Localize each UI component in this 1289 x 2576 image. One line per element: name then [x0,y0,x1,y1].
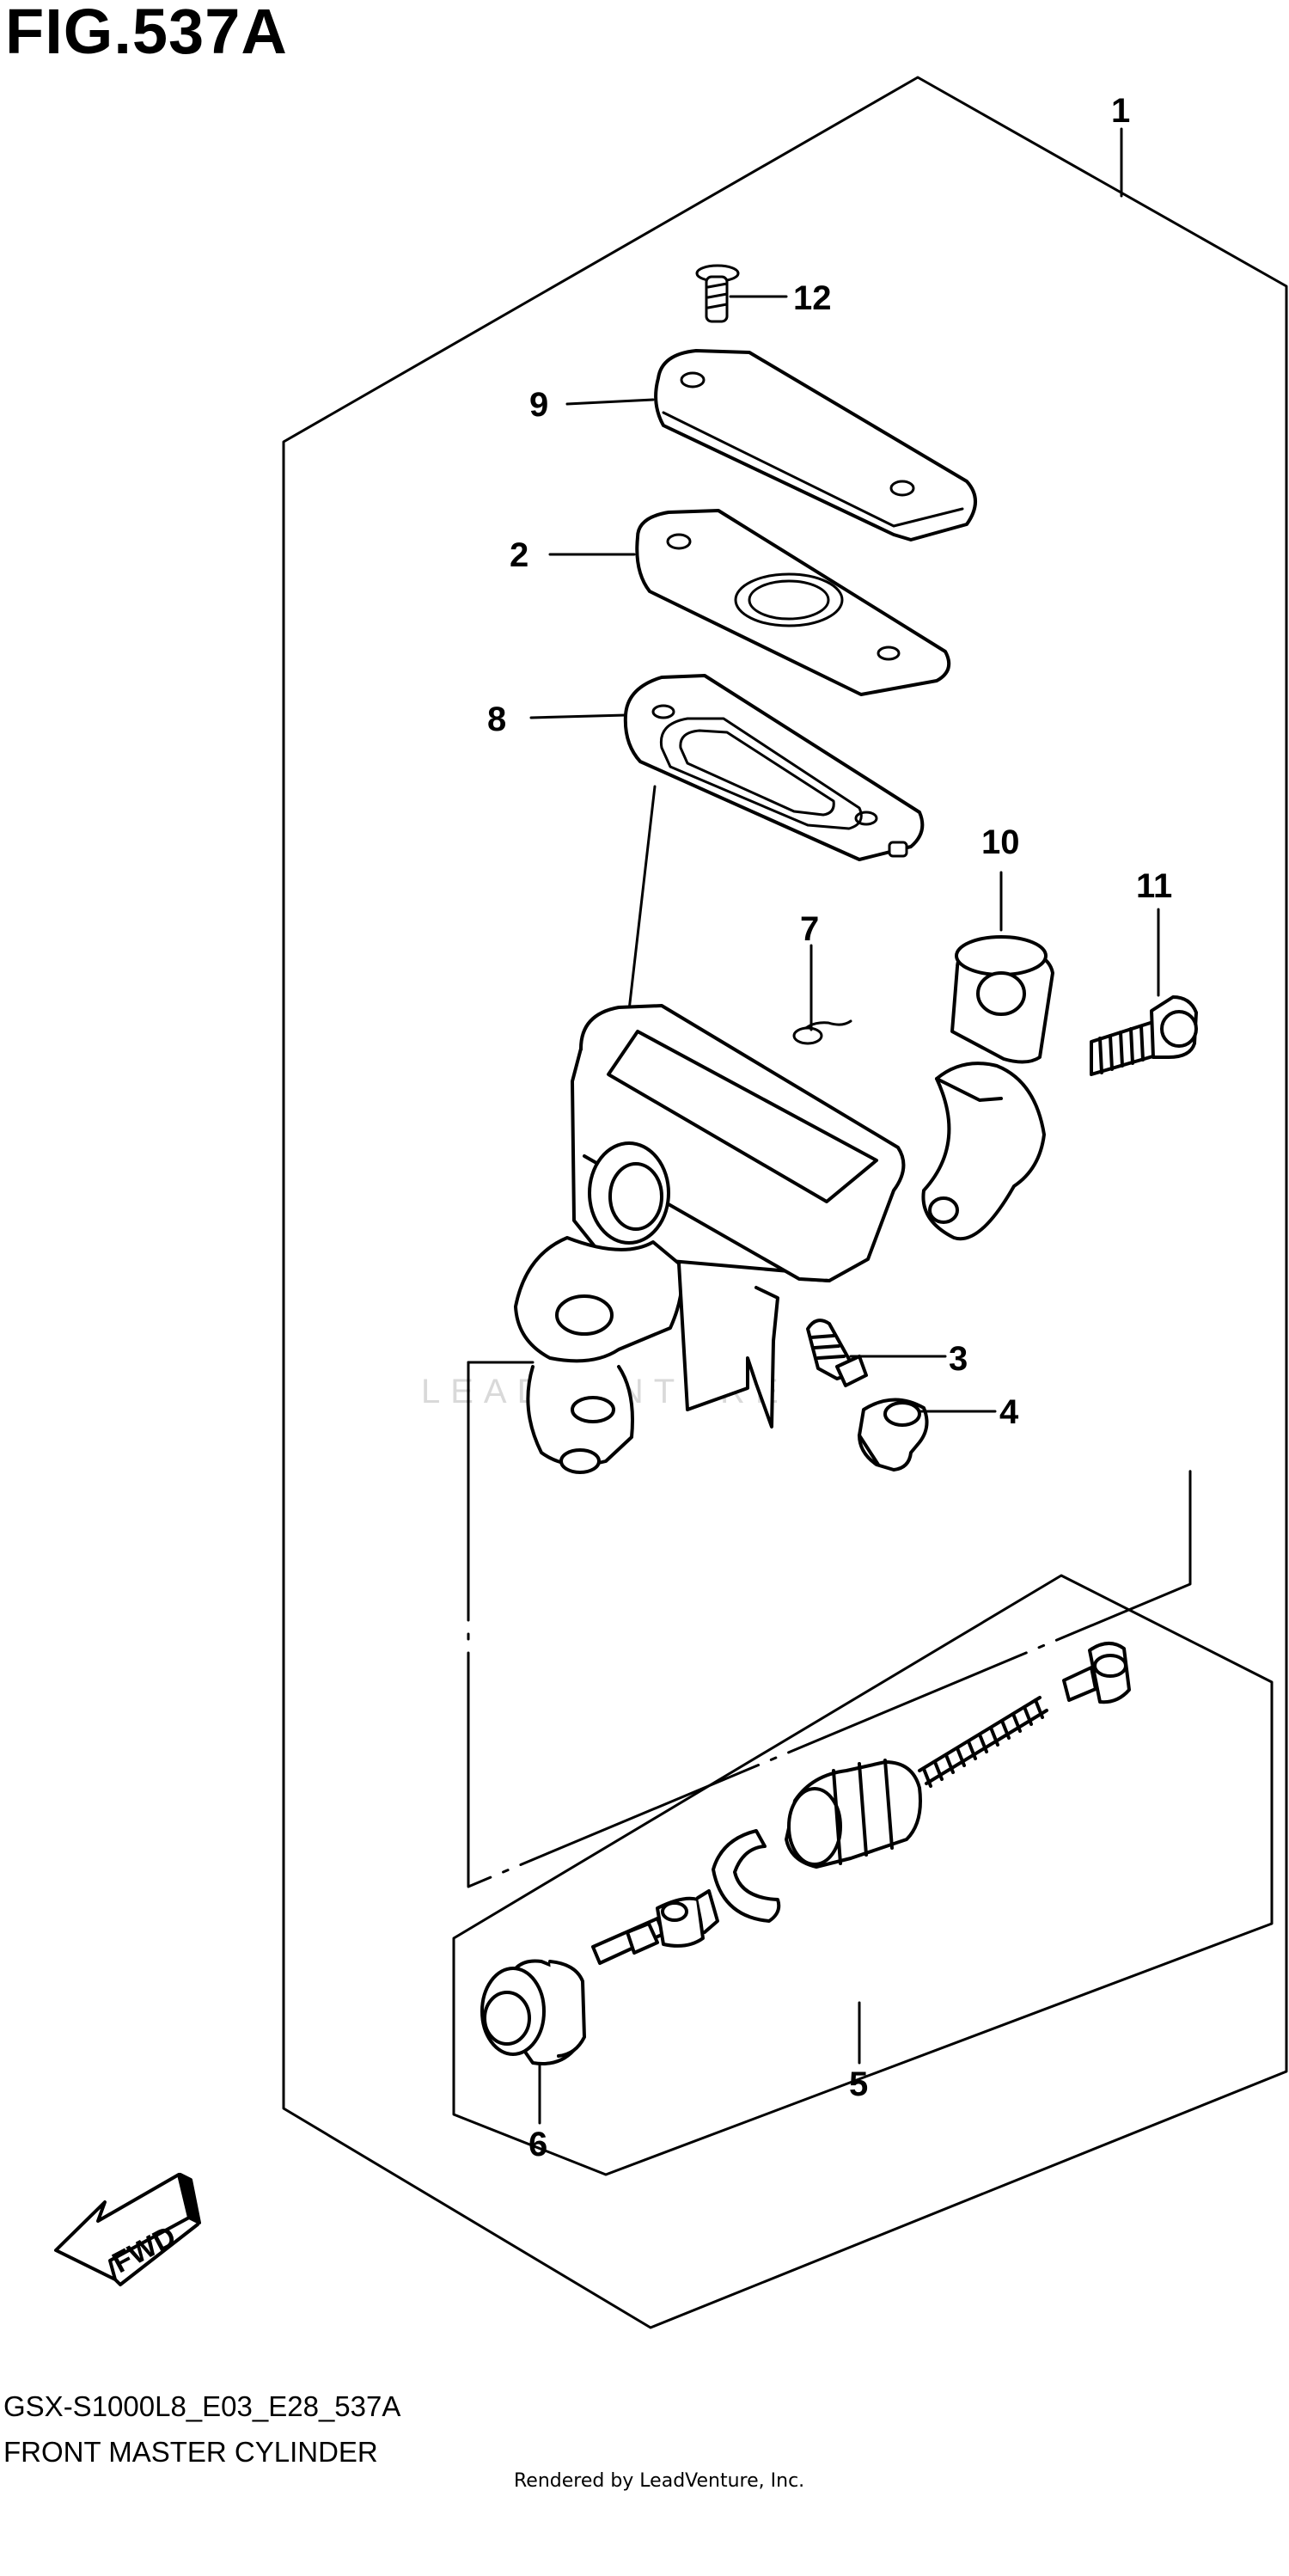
callout-10: 10 [981,823,1020,861]
callout-6: 6 [528,2126,547,2163]
screw-part-12 [695,264,740,323]
kit-frame-outline [452,1574,1274,2176]
render-credit: Rendered by LeadVenture, Inc. [514,2470,805,2492]
clip-part-7 [792,987,852,1045]
forward-direction-arrow: FWD [54,2173,201,2286]
callout-4: 4 [999,1393,1019,1431]
diagram-caption: FRONT MASTER CYLINDER [3,2436,378,2468]
callout-12: 12 [793,279,832,317]
callout-11: 11 [1136,867,1172,905]
assembly-frame-outline [282,76,1288,2329]
bolt-part-11 [1090,995,1198,1076]
reservoir-plate-part-2 [635,509,951,696]
callout-1: 1 [1111,92,1130,130]
banjo-fitting-part-10 [921,935,1054,1241]
piston-kit-internals [480,1642,1131,2065]
callout-leaders [529,127,1160,2125]
figure-title: FIG.537A [5,0,288,67]
callout-8: 8 [487,701,506,738]
alignment-line [624,785,657,1042]
model-code: GSX-S1000L8_E03_E28_537A [3,2390,401,2422]
bleeder-cap-part-4 [858,1398,929,1472]
master-cylinder-body [514,1004,906,1474]
kit-back-outline [467,1361,1192,1888]
callout-3: 3 [949,1340,968,1378]
callout-9: 9 [529,386,548,424]
reservoir-cap-part-9 [654,349,977,542]
callout-7: 7 [800,910,819,948]
callout-5: 5 [849,2065,868,2103]
bleeder-valve-part-3 [806,1319,868,1387]
callout-2: 2 [510,536,528,574]
diaphragm-part-8 [623,674,925,861]
